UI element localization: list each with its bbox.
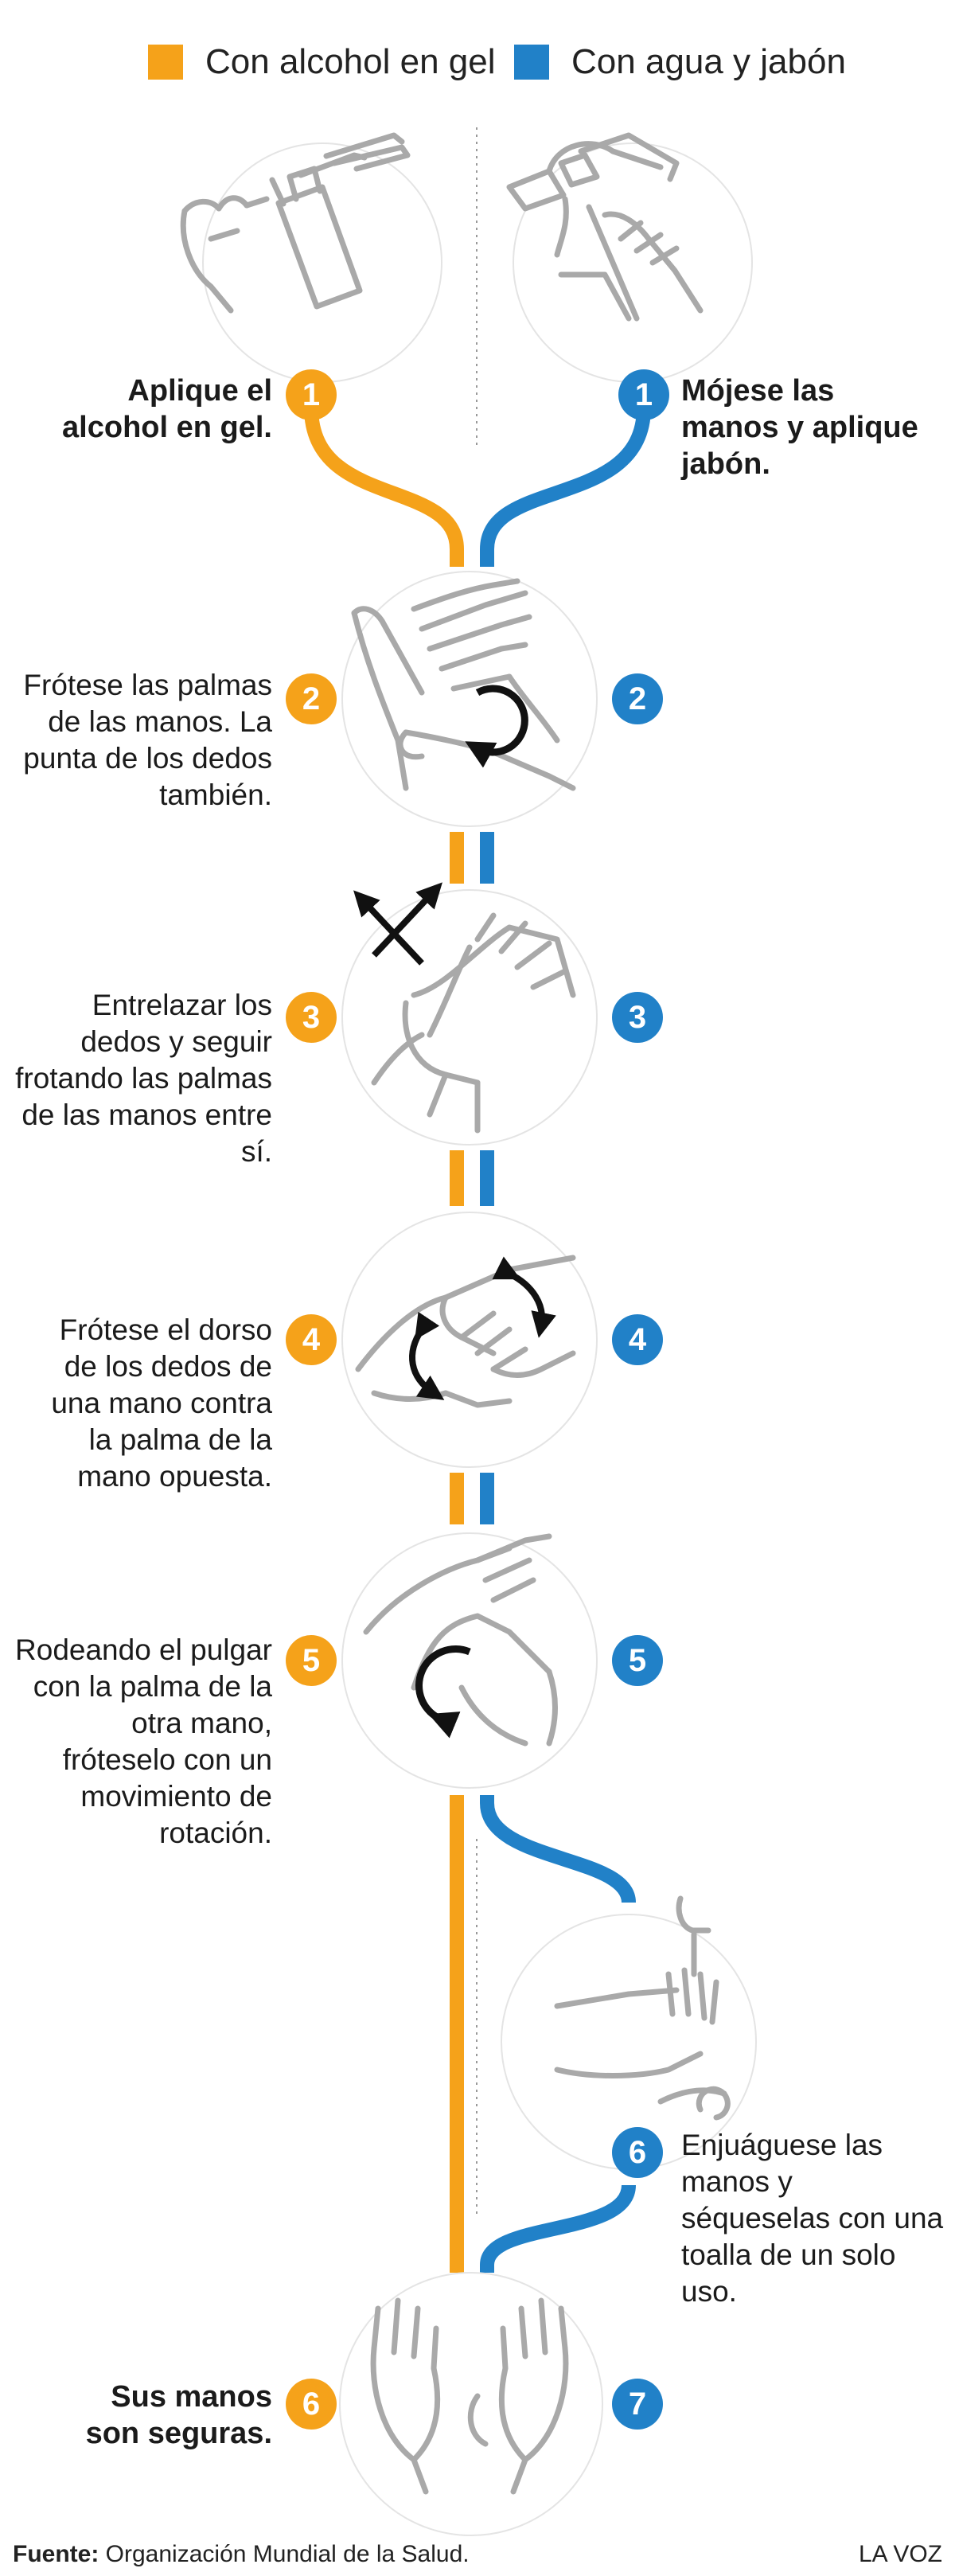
gel-step-text-3: Entrelazar los dedos y seguir frotando l…	[15, 989, 272, 1168]
back-of-fingers-icon	[355, 1255, 576, 1408]
gel-step-badge-6: 6	[286, 2379, 337, 2430]
legend-water-swatch	[514, 45, 549, 80]
water-step-text-6: Enjuáguese las manos y séqueselas con un…	[681, 2129, 944, 2308]
water-step-badge-2: 2	[612, 673, 663, 724]
water-step-badge-6: 6	[612, 2127, 663, 2178]
faucet-hands-icon	[506, 132, 704, 322]
source-label: Fuente:	[13, 2541, 99, 2567]
gel-step-text-4: Frótese el dorso de los dedos de una man…	[51, 1313, 272, 1493]
gel-step-badge-5: 5	[286, 1635, 337, 1686]
gel-step-text-2: Frótese las palmas de las manos. La punt…	[23, 669, 272, 811]
legend-water: Con agua y jabón	[514, 41, 846, 83]
gel-step-badge-1: 1	[286, 369, 337, 420]
crossed-arrows-icon	[372, 882, 442, 958]
rinsing-hands-icon	[554, 1895, 731, 2121]
legend-water-label: Con agua y jabón	[571, 42, 846, 81]
thumb-rotation-icon	[363, 1533, 558, 1747]
open-clean-hands-icon	[370, 2297, 569, 2495]
source-note: Fuente: Organización Mundial de la Salud…	[13, 2541, 470, 2568]
gel-step-text-6: Sus manos son seguras.	[85, 2380, 272, 2450]
gel-line-step1	[304, 407, 464, 567]
water-line-detour-up	[480, 2184, 636, 2273]
publisher-credit: LA VOZ	[858, 2541, 942, 2567]
connector-segments	[450, 832, 494, 1524]
rubbing-palms-icon	[351, 578, 576, 791]
rotation-arrow-icon	[465, 685, 528, 768]
gel-step-text-1: Aplique el alcohol en gel.	[62, 374, 272, 444]
water-step-badge-3: 3	[612, 992, 663, 1043]
interlaced-fingers-icon	[353, 882, 576, 1134]
water-step-badge-1: 1	[618, 369, 669, 420]
water-line-step1	[480, 407, 651, 567]
gel-step-badge-3: 3	[286, 992, 337, 1043]
legend-gel-swatch	[148, 45, 183, 80]
water-line-detour-down	[480, 1795, 636, 1904]
thumb-rotation-arrow-icon	[415, 1645, 471, 1739]
water-step-badge-7: 7	[612, 2379, 663, 2430]
water-step-badge-4: 4	[612, 1314, 663, 1365]
gel-step-badge-4: 4	[286, 1314, 337, 1365]
legend-gel: Con alcohol en gel	[148, 41, 495, 83]
gel-step-badge-2: 2	[286, 673, 337, 724]
water-step-text-1: Mójese las manos y aplique jabón.	[681, 374, 918, 481]
water-step-badge-5: 5	[612, 1635, 663, 1686]
legend-gel-label: Con alcohol en gel	[205, 42, 496, 81]
curved-arrow-left-icon	[409, 1311, 445, 1400]
sanitizer-bottle-icon	[180, 132, 411, 314]
source-text: Organización Mundial de la Salud.	[105, 2541, 470, 2567]
gel-step-text-5: Rodeando el pulgar con la palma de la ot…	[15, 1633, 272, 1849]
curved-arrow-right-icon	[492, 1256, 556, 1338]
